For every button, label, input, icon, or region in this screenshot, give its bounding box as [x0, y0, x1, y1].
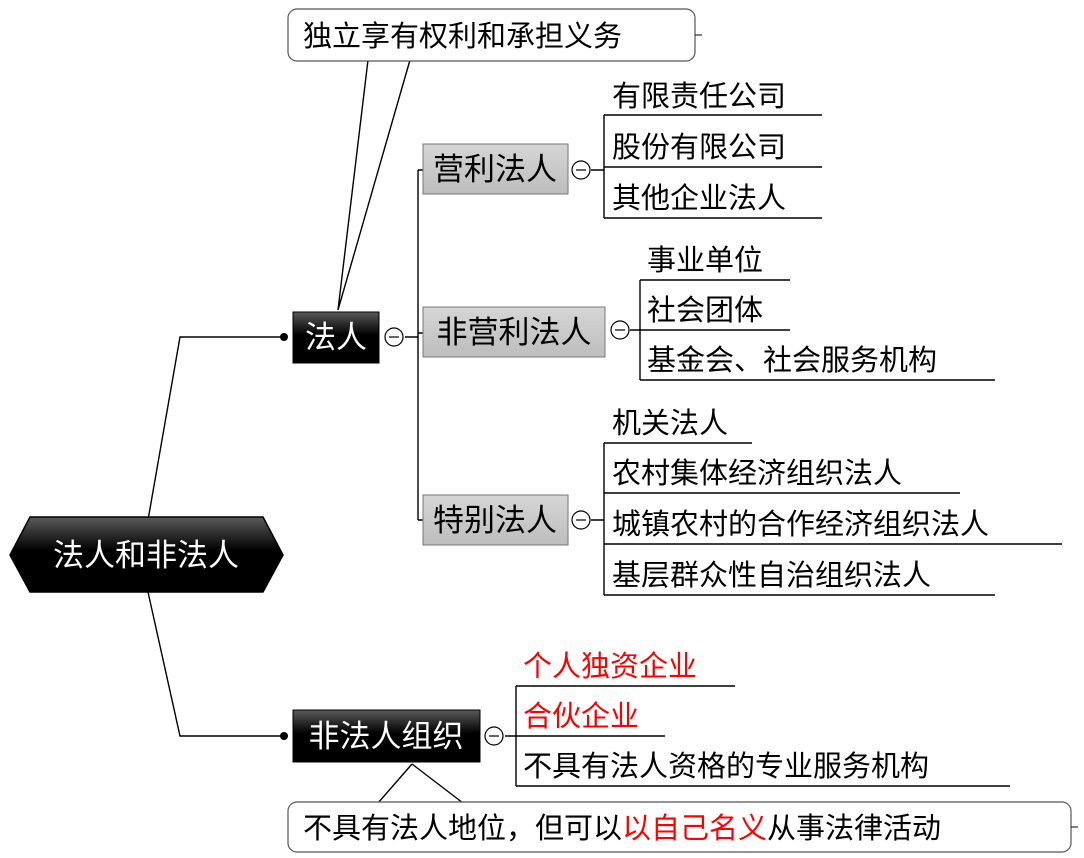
node-dot — [280, 333, 288, 341]
leaf-item-highlight[interactable]: 合伙企业 — [523, 699, 639, 733]
collapse-icon[interactable] — [484, 726, 504, 746]
node-group-tebie[interactable]: 特别法人 — [422, 494, 569, 546]
collapse-icon[interactable] — [384, 327, 404, 347]
connector-feifaren-leaves — [505, 686, 517, 786]
leaf-item[interactable]: 城镇农村的合作经济组织法人 — [612, 507, 989, 541]
leaf-item[interactable]: 基层群众性自治组织法人 — [612, 558, 931, 592]
node-dot — [280, 732, 288, 740]
node-feifaren[interactable]: 非法人组织 — [280, 709, 481, 763]
leaf-item[interactable]: 机关法人 — [612, 406, 728, 440]
node-faren-label: 法人 — [305, 320, 367, 356]
node-feifaren-box — [292, 709, 481, 763]
callout-text-part2: 从事法律活动 — [767, 811, 941, 845]
group-box — [422, 494, 569, 546]
leaf-item[interactable]: 有限责任公司 — [612, 79, 786, 113]
leaf-item[interactable]: 农村集体经济组织法人 — [612, 456, 902, 490]
leaves-tebie: 机关法人 农村集体经济组织法人 城镇农村的合作经济组织法人 基层群众性自治组织法… — [612, 406, 989, 592]
group-label: 营利法人 — [433, 152, 557, 188]
leaf-item[interactable]: 股份有限公司 — [612, 130, 786, 164]
group-label: 特别法人 — [433, 503, 557, 539]
leaf-item[interactable]: 事业单位 — [647, 243, 763, 277]
connector-root-feifaren — [147, 591, 285, 737]
connector-faren-groups — [405, 169, 423, 521]
leaf-item[interactable]: 基金会、社会服务机构 — [647, 343, 937, 377]
group-label: 非营利法人 — [437, 315, 592, 351]
collapse-icon[interactable] — [571, 160, 591, 180]
node-group-feiyingli[interactable]: 非营利法人 — [422, 306, 606, 358]
leaves-feifaren: 个人独资企业 合伙企业 不具有法人资格的专业服务机构 — [523, 649, 929, 783]
root-node[interactable]: 法人和非法人 — [9, 516, 284, 593]
callout-text-part1: 不具有法人地位，但可以 — [303, 811, 622, 845]
connector-group1-leaves — [591, 115, 605, 218]
node-faren[interactable]: 法人 — [280, 311, 380, 364]
callout-tail-bottom — [377, 763, 464, 804]
node-group-yingli[interactable]: 营利法人 — [422, 143, 569, 195]
callout-tail-top — [337, 59, 411, 311]
connector-root-faren — [147, 336, 285, 521]
leaf-item[interactable]: 社会团体 — [647, 293, 763, 327]
callout-bottom[interactable]: 不具有法人地位，但可以以自己名义从事法律活动 — [287, 801, 1078, 853]
node-feifaren-label: 非法人组织 — [309, 719, 464, 755]
callout-top[interactable]: 独立享有权利和承担义务 — [287, 8, 702, 62]
leaf-item[interactable]: 其他企业法人 — [612, 181, 786, 215]
callout-text-highlight: 以自己名义 — [622, 811, 767, 845]
leaf-item-highlight[interactable]: 个人独资企业 — [523, 649, 697, 683]
collapse-icon[interactable] — [571, 510, 591, 530]
group-box — [422, 143, 569, 195]
connector-group2-leaves — [630, 280, 641, 380]
node-faren-box — [292, 311, 380, 364]
leaf-item[interactable]: 不具有法人资格的专业服务机构 — [523, 749, 929, 783]
leaves-feiyingli: 事业单位 社会团体 基金会、社会服务机构 — [647, 243, 937, 377]
callout-text: 独立享有权利和承担义务 — [303, 19, 622, 53]
leaf-underlines — [516, 114, 1062, 787]
root-node-shape — [9, 516, 284, 593]
collapse-icon[interactable] — [610, 320, 630, 340]
leaves-yingli: 有限责任公司 股份有限公司 其他企业法人 — [612, 79, 786, 215]
group-box — [422, 306, 606, 358]
callout-text: 不具有法人地位，但可以以自己名义从事法律活动 — [303, 811, 941, 845]
root-node-label: 法人和非法人 — [53, 538, 239, 574]
connector-group3-leaves — [591, 443, 605, 595]
